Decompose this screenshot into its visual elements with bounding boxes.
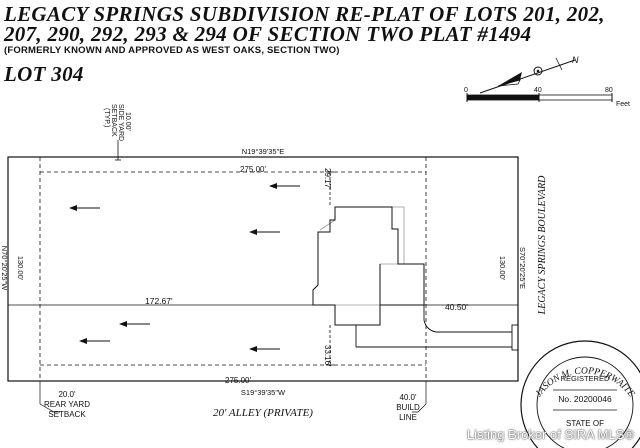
rear-setback-label-2: REAR YARD: [44, 400, 90, 409]
rear-depth-dimension: 33.16': [323, 345, 332, 367]
scale-unit: Feet: [616, 101, 630, 108]
seal-state: STATE OF: [566, 419, 604, 428]
side-setback-label-1: 10.00': [124, 112, 131, 131]
road-label: LEGACY SPRINGS BOULEVARD: [537, 175, 548, 315]
seal-number: No. 20200046: [558, 394, 612, 404]
scale-bar: 0 40 80 Feet: [464, 87, 630, 108]
rear-setback-label-1: 20.0': [58, 390, 76, 399]
bottom-bearing: S19°39'35"W: [241, 388, 286, 397]
scale-tick-0: 0: [464, 87, 468, 94]
north-arrow-icon: N: [479, 55, 579, 94]
front-depth-dimension: 29.17': [323, 168, 332, 190]
house-to-front-dimension: 40.50': [445, 302, 468, 312]
plat-title-line-1: LEGACY SPRINGS SUBDIVISION RE-PLAT OF LO…: [4, 2, 605, 26]
scale-tick-80: 80: [605, 87, 613, 94]
rear-setback-label-3: SETBACK: [48, 410, 86, 419]
setback-lines: [39, 157, 427, 381]
left-bearing: N70°20'25"W: [0, 246, 9, 292]
scale-tick-40: 40: [534, 87, 542, 94]
drainage-arrows: [69, 183, 300, 352]
left-distance: 130.00': [16, 256, 25, 281]
rear-setback-callout: 20.0' REAR YARD SETBACK: [39, 381, 90, 419]
build-line-label-1: 40.0': [399, 393, 417, 402]
driveway: [355, 305, 519, 351]
side-setback-label-3: SETBACK: [110, 104, 117, 137]
rear-to-house-dimension: 172.67': [145, 296, 173, 306]
surveyor-seal: JASON M. COPPERWAITE REGISTERED No. 2020…: [520, 340, 640, 448]
dimension-lines: [8, 171, 518, 366]
side-setback-callout: 10.00' SIDE YARD SETBACK (TYP.): [103, 104, 131, 161]
house-footprint: [312, 206, 425, 326]
alley-label: 20' ALLEY (PRIVATE): [213, 407, 313, 419]
plat-title-line-2: 207, 290, 292, 293 & 294 OF SECTION TWO …: [4, 22, 532, 46]
lot-boundary: [7, 156, 519, 382]
mls-watermark: Listing Broker of SIRA MLS®: [466, 427, 634, 442]
right-bearing: S70°20'25"E: [518, 247, 527, 289]
build-line-label-3: LINE: [399, 413, 417, 422]
lot-number: LOT 304: [4, 62, 84, 86]
seal-registered: REGISTERED: [561, 374, 610, 383]
side-setback-label-4: (TYP.): [103, 108, 110, 127]
bottom-setback-length: 275.00': [225, 376, 251, 385]
plat-subtitle: (FORMERLY KNOWN AND APPROVED AS WEST OAK…: [4, 45, 340, 56]
build-line-label-2: BUILD: [396, 403, 420, 412]
side-setback-label-2: SIDE YARD: [117, 104, 124, 141]
north-label: N: [572, 55, 579, 65]
build-line-callout: 40.0' BUILD LINE: [396, 381, 427, 422]
top-setback-length: 275.00': [240, 165, 266, 174]
top-bearing: N19°39'35"E: [242, 147, 285, 156]
right-distance: 130.00': [498, 256, 507, 281]
